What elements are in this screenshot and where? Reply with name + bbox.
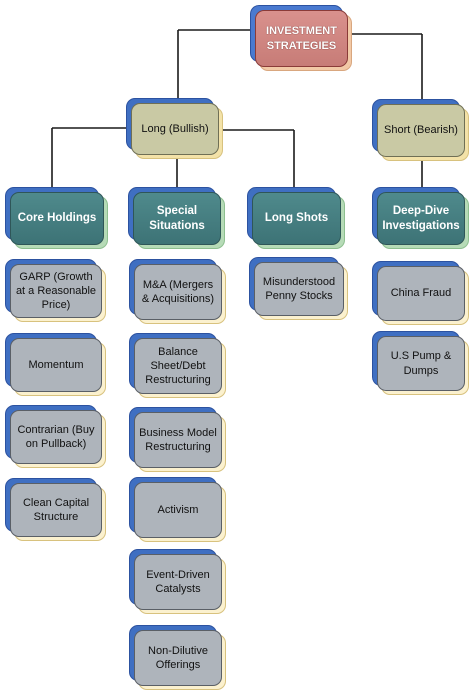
category-long-shots: Long Shots <box>247 187 345 249</box>
leaf-label: China Fraud <box>377 266 465 321</box>
category-longshots-label: Long Shots <box>252 192 341 245</box>
category-special-situations: Special Situations <box>128 187 225 249</box>
category-special-label: Special Situations <box>133 192 221 245</box>
category-deepdive-label: Deep-Dive Investigations <box>377 192 465 245</box>
leaf-momentum: Momentum <box>5 333 106 396</box>
leaf-business-model-restructuring: Business Model Restructuring <box>129 407 226 472</box>
branch-long-label: Long (Bullish) <box>131 103 219 155</box>
leaf-garp: GARP (Growth at a Reasonable Price) <box>5 259 106 322</box>
leaf-clean-capital-structure: Clean Capital Structure <box>5 478 106 541</box>
leaf-label: Event-Driven Catalysts <box>134 554 222 610</box>
leaf-mergers-acquisitions: M&A (Mergers & Acquisitions) <box>129 259 226 324</box>
leaf-label: Non-Dilutive Offerings <box>134 630 222 686</box>
leaf-label: Activism <box>134 482 222 538</box>
root-label: INVESTMENT STRATEGIES <box>255 10 348 67</box>
branch-long-bullish: Long (Bullish) <box>126 98 223 159</box>
leaf-label: Contrarian (Buy on Pullback) <box>10 410 102 464</box>
branch-short-label: Short (Bearish) <box>377 104 465 157</box>
leaf-label: Business Model Restructuring <box>134 412 222 468</box>
branch-short-bearish: Short (Bearish) <box>372 99 469 161</box>
leaf-balance-sheet-restructuring: Balance Sheet/Debt Restructuring <box>129 333 226 398</box>
leaf-activism: Activism <box>129 477 226 542</box>
leaf-label: GARP (Growth at a Reasonable Price) <box>10 264 102 318</box>
category-core-label: Core Holdings <box>10 192 104 245</box>
leaf-label: Balance Sheet/Debt Restructuring <box>134 338 222 394</box>
leaf-us-pump-and-dumps: U.S Pump & Dumps <box>372 331 469 395</box>
category-deep-dive-investigations: Deep-Dive Investigations <box>372 187 469 249</box>
leaf-event-driven-catalysts: Event-Driven Catalysts <box>129 549 226 614</box>
leaf-non-dilutive-offerings: Non-Dilutive Offerings <box>129 625 226 690</box>
leaf-label: Momentum <box>10 338 102 392</box>
leaf-label: M&A (Mergers & Acquisitions) <box>134 264 222 320</box>
root-node: INVESTMENT STRATEGIES <box>250 5 352 71</box>
leaf-china-fraud: China Fraud <box>372 261 469 325</box>
leaf-misunderstood-penny-stocks: Misunderstood Penny Stocks <box>249 257 348 320</box>
leaf-label: Clean Capital Structure <box>10 483 102 537</box>
leaf-label: Misunderstood Penny Stocks <box>254 262 344 316</box>
category-core-holdings: Core Holdings <box>5 187 108 249</box>
leaf-label: U.S Pump & Dumps <box>377 336 465 391</box>
leaf-contrarian: Contrarian (Buy on Pullback) <box>5 405 106 468</box>
